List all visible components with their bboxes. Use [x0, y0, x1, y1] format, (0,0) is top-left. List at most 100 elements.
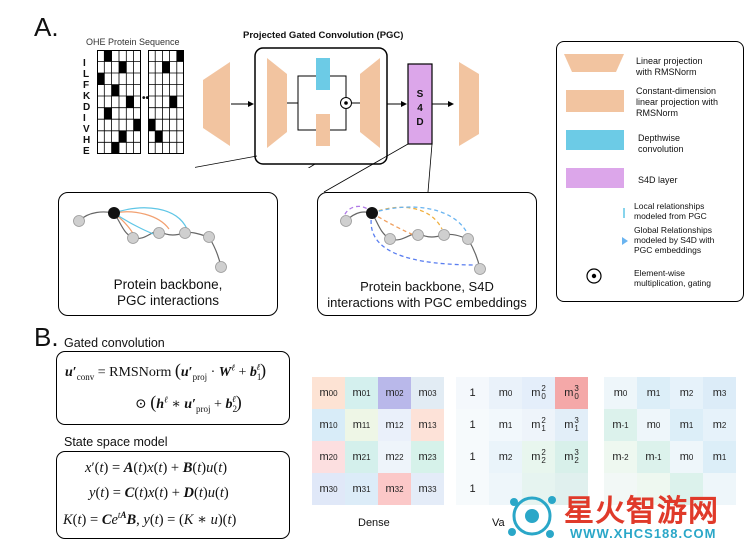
ssm-equation-box: x′(t) = A(t)x(t) + B(t)u(t) y(t) = C(t)x… — [56, 451, 290, 539]
constant-projection-rect — [316, 114, 330, 146]
watermark-logo-icon — [508, 496, 556, 538]
gated-conv-line1: u′conv = RMSNorm (u′proj · Wℓ + b1ℓ) — [65, 360, 267, 382]
gated-conv-line2: ⊙ (hℓ ∗ u′proj + b2ℓ) — [135, 392, 242, 414]
panel-a-label: A. — [34, 12, 59, 42]
matrix-cell — [670, 473, 703, 505]
depthwise-conv-rect — [316, 58, 330, 90]
pgc-interactions-bubble: Protein backbone, PGC interactions — [58, 192, 278, 316]
s4d-layer-block — [407, 63, 433, 145]
ohe-grid-2 — [148, 50, 184, 154]
legend-item-3: S4D layer — [638, 175, 678, 185]
ssm-title: State space model — [64, 435, 168, 449]
matrix-cell — [604, 473, 637, 505]
watermark: 星火智游网 WWW.XHCS188.COM — [498, 482, 748, 546]
architecture-diagram — [195, 47, 479, 168]
legend-icons — [564, 54, 628, 284]
matrix-cell: m-1 — [637, 441, 670, 473]
pgc-block — [254, 47, 388, 165]
ohe-title: OHE Protein Sequence — [86, 37, 180, 47]
matrix-cell: 1 — [456, 377, 489, 409]
matrix-cell — [555, 473, 588, 505]
dense-label: Dense — [358, 517, 390, 529]
ssm-line1: x′(t) = A(t)x(t) + B(t)u(t) — [85, 460, 228, 476]
ssm-line2: y(t) = C(t)x(t) + D(t)u(t) — [89, 485, 229, 501]
gated-conv-equation-box: u′conv = RMSNorm (u′proj · Wℓ + b1ℓ) ⊙ (… — [56, 351, 290, 425]
left-bubble-caption: Protein backbone, PGC interactions — [113, 277, 223, 308]
backbone-s4d — [340, 205, 486, 275]
right-bubble-caption: Protein backbone, S4D interactions with … — [327, 279, 527, 310]
pgc-projection-in — [267, 58, 287, 148]
pgc-projection-out — [360, 58, 380, 148]
watermark-title: 星火智游网 — [564, 494, 719, 529]
gated-conv-title: Gated convolution — [64, 336, 165, 350]
matrix-cell — [637, 473, 670, 505]
pgc-title: Projected Gated Convolution (PGC) — [243, 30, 404, 41]
panel-b-label: B. — [34, 322, 59, 352]
legend-trapezoid-icon — [564, 54, 624, 72]
legend-purple-rect-icon — [566, 168, 624, 188]
matrix-cell — [703, 473, 736, 505]
s4d-label: S 4 D — [416, 89, 424, 128]
matrix-cell: 1 — [456, 473, 489, 505]
matrix-cell: m-2 — [604, 441, 637, 473]
residue-letters: I L F K D I V H E — [83, 58, 91, 157]
ohe-ellipsis: ••• — [142, 93, 153, 104]
vandermonde-label: Va — [492, 517, 505, 529]
s4d-interactions-bubble: Protein backbone, S4D interactions with … — [317, 192, 537, 316]
ssm-line3: K(t) = CetAB, y(t) = (K ∗ u)(t) — [63, 510, 237, 528]
legend-peach-rect-icon — [566, 90, 624, 112]
input-projection-trapezoid — [203, 62, 230, 146]
output-projection-trapezoid — [459, 62, 479, 146]
matrix-cell: 1 — [456, 409, 489, 441]
matrix-cell: m-1 — [604, 409, 637, 441]
ohe-grid-1 — [97, 50, 141, 154]
legend-blue-rect-icon — [566, 130, 624, 150]
backbone-pgc — [73, 207, 227, 273]
matrix-cell: 1 — [456, 441, 489, 473]
watermark-url: WWW.XHCS188.COM — [570, 526, 717, 541]
